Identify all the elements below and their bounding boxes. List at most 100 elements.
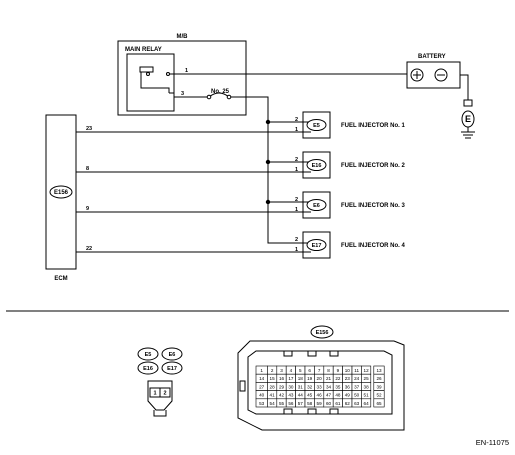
large-connector-pin: 50 [354, 393, 360, 398]
large-connector-guide-bottom-2 [307, 408, 317, 415]
main-relay-box [126, 53, 175, 112]
large-connector-guide-bottom-3 [329, 408, 339, 415]
large-connector-pin: 11 [354, 368, 359, 373]
injector-pin-top: 2 [295, 157, 298, 163]
injector-connector-oval [306, 239, 327, 251]
small-connector-id-oval [137, 361, 159, 375]
ecm-box [45, 114, 77, 270]
large-connector-pin: 6 [308, 368, 311, 373]
mb-title: M/B [177, 34, 189, 40]
large-connector-pin: 4 [290, 368, 293, 373]
junction-injector-3 [265, 199, 271, 205]
large-connector-pin: 62 [345, 401, 351, 406]
battery-positive-sign [413, 71, 421, 79]
large-connector-pin: 48 [335, 393, 341, 398]
large-connector-pin: 19 [307, 376, 313, 381]
ground-letter: E [465, 114, 471, 124]
large-connector-pin: 28 [270, 384, 276, 389]
large-connector-pin: 55 [279, 401, 285, 406]
injector-name: FUEL INJECTOR No. 2 [341, 163, 405, 169]
large-connector-pin: 1 [260, 368, 263, 373]
injector-4-box [302, 231, 331, 259]
large-connector-pin: 64 [364, 401, 370, 406]
large-connector-pin: 26 [376, 376, 382, 381]
injector-connector-oval [306, 159, 327, 171]
large-connector-pin: 40 [259, 393, 265, 398]
ecm-connector-oval [49, 185, 73, 199]
large-connector-pin: 52 [376, 393, 382, 398]
battery-label: BATTERY [418, 54, 446, 60]
small-connector-id-oval [161, 347, 183, 361]
ecm-pin-number: 8 [86, 166, 89, 172]
large-connector-pin: 58 [307, 401, 313, 406]
relay-contact-point-b [166, 72, 170, 76]
large-connector-pin: 33 [317, 384, 323, 389]
large-connector-pin: 63 [354, 401, 360, 406]
large-connector-pin: 5 [299, 368, 302, 373]
large-connector-pin: 59 [317, 401, 323, 406]
junction-injector-1 [265, 119, 271, 125]
ecm-pin-number: 22 [86, 246, 92, 252]
injector-connector-label: E16 [312, 163, 322, 169]
injector-pin-top: 2 [295, 237, 298, 243]
large-connector-pin: 10 [345, 368, 351, 373]
large-connector-pin: 31 [298, 384, 304, 389]
large-connector-guide-top-2 [307, 350, 317, 357]
large-connector-pin: 24 [354, 376, 360, 381]
large-connector-pin: 46 [317, 393, 323, 398]
relay-contact-symbol [140, 72, 176, 93]
large-connector-pin: 44 [298, 393, 304, 398]
large-connector-pin: 36 [345, 384, 351, 389]
injector-connector-label: E5 [313, 123, 320, 129]
large-connector-pin: 43 [288, 393, 294, 398]
large-connector-guide-top-1 [283, 350, 293, 357]
large-connector-pin: 34 [326, 384, 332, 389]
large-connector-pin: 27 [259, 384, 265, 389]
large-connector-pin: 23 [345, 376, 351, 381]
large-connector-pin: 57 [298, 401, 304, 406]
large-connector-pin: 56 [288, 401, 294, 406]
figure-reference: EN-11075 [476, 438, 509, 447]
injector-connector-label: E6 [313, 203, 320, 209]
small-connector-key [153, 410, 167, 417]
large-connector-pin: 61 [335, 401, 341, 406]
large-connector-pin: 3 [280, 368, 283, 373]
large-connector-pin: 8 [327, 368, 330, 373]
large-connector-cell [361, 398, 372, 408]
large-connector-pin: 39 [376, 384, 382, 389]
large-connector-pin: 54 [270, 401, 276, 406]
small-connector-pin: 2 [163, 391, 166, 397]
large-connector-pin: 30 [288, 384, 294, 389]
small-connector-terminal-2 [159, 387, 171, 398]
wire-relay-to-fuse [169, 92, 209, 98]
injector-2-box [302, 151, 331, 179]
wire-fuse-to-bus [231, 96, 311, 244]
large-connector-pin: 49 [345, 393, 351, 398]
large-connector-pin: 53 [259, 401, 265, 406]
ecm-pin-number: 9 [86, 206, 89, 212]
large-connector-pin: 25 [364, 376, 370, 381]
injector-connector-oval [306, 119, 327, 131]
large-connector-pin: 18 [298, 376, 304, 381]
small-connector-body [147, 380, 173, 411]
large-connector-pin: 2 [271, 368, 274, 373]
large-connector-outer-frame [237, 340, 405, 431]
large-connector-lock-tab [239, 380, 246, 392]
large-connector-id-oval [310, 325, 334, 339]
injector-pin-bottom: 1 [295, 167, 298, 173]
large-connector-pin: 21 [326, 376, 332, 381]
junction-injector-2 [265, 159, 271, 165]
injector-connector-oval [306, 199, 327, 211]
large-connector-pin: 16 [279, 376, 285, 381]
injector-connector-label: E17 [312, 243, 322, 249]
large-connector-pin: 20 [317, 376, 323, 381]
ground-connector [463, 99, 473, 107]
battery-positive-terminal [410, 68, 424, 82]
large-connector-pin: 22 [335, 376, 341, 381]
injector-pin-bottom: 1 [295, 127, 298, 133]
large-connector-pin: 47 [326, 393, 332, 398]
large-connector-cell [373, 398, 385, 408]
large-connector-pin: 7 [318, 368, 321, 373]
